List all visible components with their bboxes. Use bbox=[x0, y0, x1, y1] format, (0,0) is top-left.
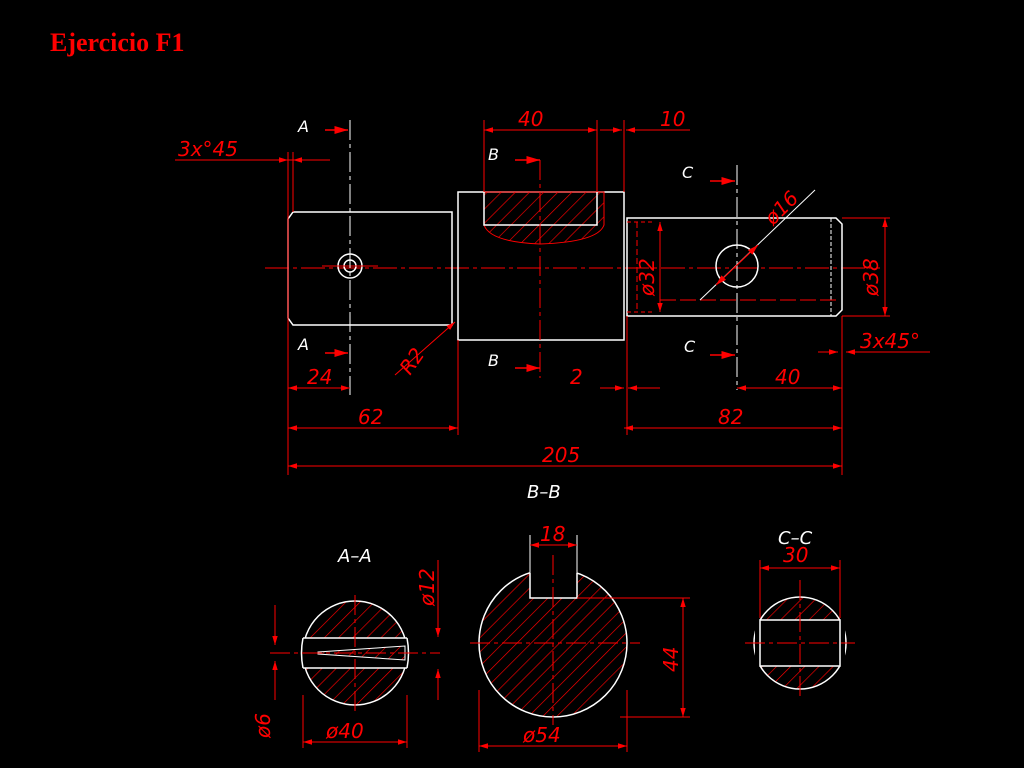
section-cc-flat: 30 bbox=[783, 543, 808, 567]
dim-chamfer-right: 3x45° bbox=[860, 329, 920, 353]
section-letter-c-top: C bbox=[682, 163, 694, 182]
section-bb-key-width: 18 bbox=[540, 522, 565, 546]
dim-diameter-32: ø32 bbox=[635, 258, 659, 297]
dim-length-205: 205 bbox=[542, 443, 580, 467]
section-aa: A–A ø12 ø6 ø40 bbox=[251, 546, 441, 748]
dim-length-62: 62 bbox=[358, 405, 383, 429]
dim-keyway-length: 40 bbox=[518, 107, 543, 131]
dimension-labels: 3x°45 40 10 ø16 ø32 ø38 3x45° R2 24 62 2… bbox=[178, 107, 920, 467]
section-aa-label: A–A bbox=[337, 546, 372, 567]
dim-hole-diameter: ø16 bbox=[759, 186, 803, 230]
section-letter-a-bottom: A bbox=[297, 335, 309, 354]
shaft-main-view bbox=[265, 120, 880, 395]
dim-length-40: 40 bbox=[775, 365, 800, 389]
dim-chamfer-left: 3x°45 bbox=[178, 137, 238, 161]
section-letter-b-top: B bbox=[488, 145, 499, 164]
dim-step: 10 bbox=[660, 107, 685, 131]
section-letter-c-bottom: C bbox=[684, 337, 696, 356]
dim-length-82: 82 bbox=[718, 405, 743, 429]
section-aa-shaft-diameter: ø40 bbox=[325, 719, 364, 743]
section-letter-a-top: A bbox=[297, 117, 309, 136]
section-bb: B–B 18 44 ø54 bbox=[470, 482, 690, 752]
section-letter-b-bottom: B bbox=[488, 351, 499, 370]
section-aa-slot-diameter: ø6 bbox=[251, 713, 275, 739]
section-markers: A A B B C C bbox=[297, 117, 735, 373]
section-aa-pin-diameter: ø12 bbox=[415, 568, 439, 607]
section-cc-label: C–C bbox=[778, 528, 813, 549]
dim-length-24: 24 bbox=[307, 365, 332, 389]
dim-diameter-38: ø38 bbox=[859, 258, 883, 297]
dim-length-2: 2 bbox=[570, 365, 583, 389]
section-bb-shaft-diameter: ø54 bbox=[522, 723, 561, 747]
section-cc: C–C 30 bbox=[745, 528, 855, 700]
page-title: Ejercicio F1 bbox=[50, 28, 185, 57]
section-bb-label: B–B bbox=[527, 482, 561, 503]
dimension-lines bbox=[175, 120, 930, 475]
section-bb-height: 44 bbox=[659, 647, 683, 672]
